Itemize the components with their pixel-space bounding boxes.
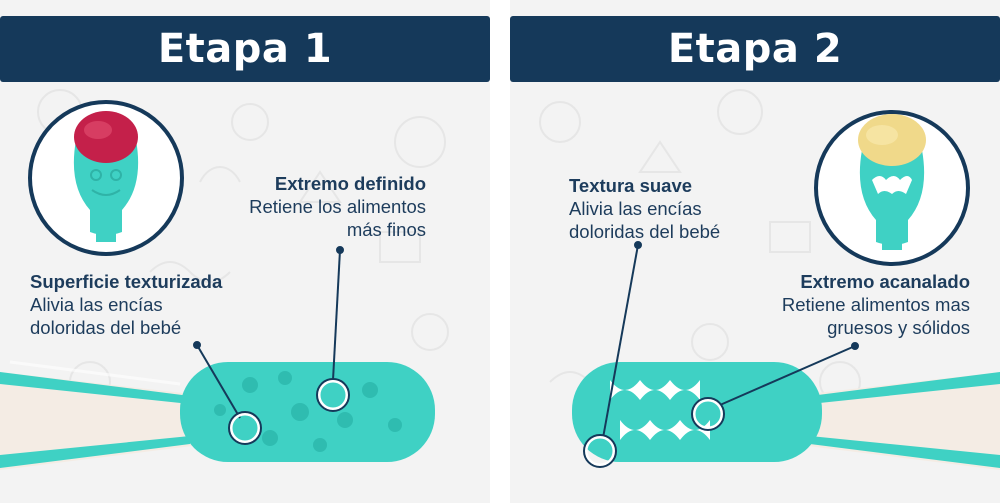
stage-2-leader-lines [583,241,859,468]
callout-grooved-tip-title: Extremo acanalado [800,271,970,292]
stage-2-illustration [572,110,1000,470]
stage-1-spoon [0,360,435,470]
stage-2-inset [814,110,970,266]
stage-1-title: Etapa 1 [157,26,333,72]
callout-grooved-tip-desc-1: Retiene alimentos mas [781,294,970,315]
callout-textured-surface-title: Superficie texturizada [30,271,223,292]
callout-defined-tip-desc-2: más finos [346,219,426,240]
callout-soft-texture-desc-1: Alivia las encías [569,198,702,219]
callout-defined-tip-desc-1: Retiene los alimentos [249,196,426,217]
stage-2-header: Etapa 2 [510,16,1000,82]
stage-1-illustration [0,100,435,470]
callout-defined-tip: Extremo definido Retiene los alimentos m… [190,172,426,241]
stage-2-spoon [572,362,1000,470]
stage-1-inset [28,100,184,256]
stage-1-leader-lines [193,246,350,445]
callout-textured-surface: Superficie texturizada Alivia las encías… [30,270,290,339]
callout-defined-tip-title: Extremo definido [274,173,426,194]
stage-2-title: Etapa 2 [667,26,843,72]
callout-grooved-tip: Extremo acanalado Retiene alimentos mas … [720,270,970,339]
stage-2-panel: Etapa 2 [510,0,1000,503]
stage-1-panel: Etapa 1 [0,0,490,503]
callout-textured-surface-desc-2: doloridas del bebé [30,317,182,338]
callout-soft-texture-title: Textura suave [569,175,693,196]
callout-soft-texture: Textura suave Alivia las encías dolorida… [569,174,809,243]
callout-grooved-tip-desc-2: gruesos y sólidos [827,317,970,338]
callout-textured-surface-desc-1: Alivia las encías [30,294,163,315]
callout-soft-texture-desc-2: doloridas del bebé [569,221,721,242]
stage-1-header: Etapa 1 [0,16,490,82]
